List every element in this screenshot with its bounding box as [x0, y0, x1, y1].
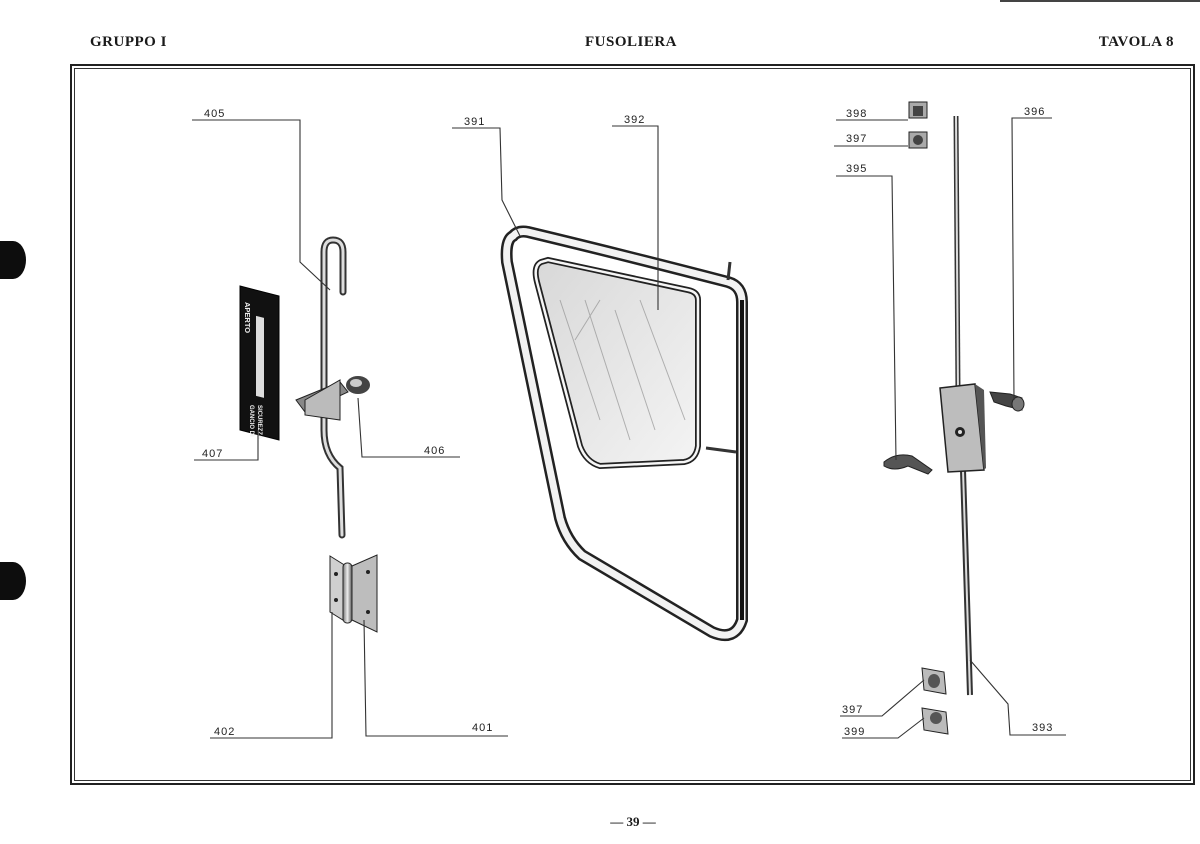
handle-396 [989, 391, 1025, 412]
callout-391: 391 [464, 116, 485, 128]
callout-398: 398 [846, 108, 867, 120]
page-number: — 39 — [610, 814, 656, 829]
knob-bracket-406 [295, 376, 370, 421]
door-top-pin [726, 261, 732, 281]
group-label: GRUPPO I [90, 34, 167, 50]
bracket-397-top [908, 131, 928, 149]
callout-396: 396 [1024, 106, 1045, 118]
bracket-397-bottom [921, 667, 947, 695]
callout-397-top: 397 [846, 133, 867, 145]
punch-hole-bottom [0, 562, 26, 600]
callout-393: 393 [1032, 722, 1053, 734]
plate-number: TAVOLA 8 [1098, 34, 1174, 50]
bracket-398 [908, 101, 928, 119]
callout-401: 401 [472, 722, 493, 734]
window-glass-392 [532, 256, 701, 470]
lock-rod-393 [953, 115, 973, 696]
callout-406: 406 [424, 445, 445, 457]
diagram-frame [70, 64, 1195, 785]
callout-399: 399 [844, 726, 865, 738]
scan-edge-line [1000, 0, 1200, 2]
callout-397-bottom: 397 [842, 704, 863, 716]
callout-395: 395 [846, 163, 867, 175]
section-title: FUSOLIERA [584, 34, 678, 50]
sign-bottom-text-2: SICUREZZA [256, 405, 262, 440]
door-pin [705, 446, 737, 454]
lock-body [939, 383, 986, 473]
callout-392: 392 [624, 114, 645, 126]
sign-bottom-text-1: GANCIO DI [248, 405, 254, 437]
hinge-401-402 [329, 554, 378, 633]
callout-405: 405 [204, 108, 225, 120]
leader-lines [192, 117, 1066, 739]
bracket-399 [921, 707, 949, 735]
door-frame-391 [500, 225, 748, 641]
latch-rod-405 [320, 236, 347, 539]
callout-402: 402 [214, 726, 235, 738]
punch-hole-top [0, 241, 26, 279]
callout-407: 407 [202, 448, 223, 460]
sign-plate-407: APERTO GANCIO DI SICUREZZA [239, 285, 280, 441]
sign-top-text: APERTO [243, 302, 252, 333]
handle-395 [883, 454, 933, 475]
